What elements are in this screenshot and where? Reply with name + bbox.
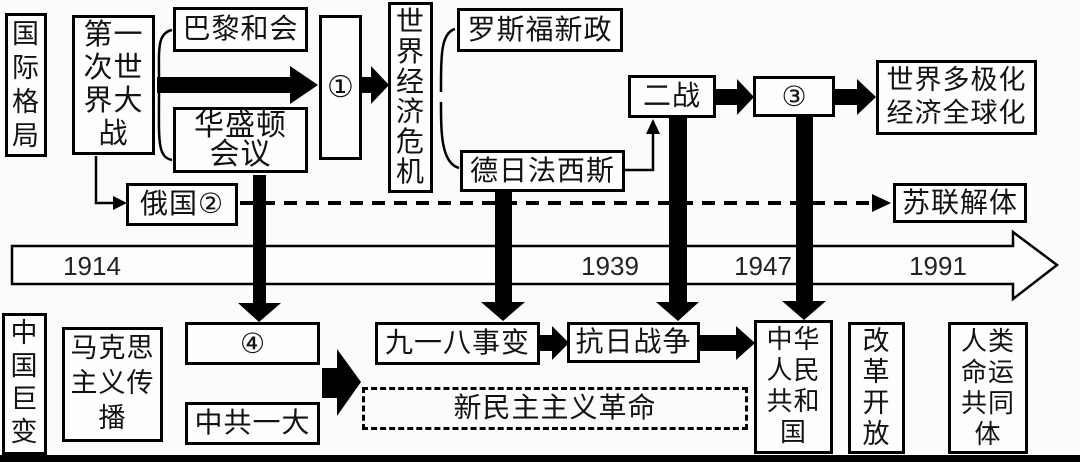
node-marxism-spread: 马克思主义传播 (62, 327, 163, 442)
arrow-fascism-to-918 (481, 192, 525, 321)
node-roosevelt-new-deal: 罗斯福新政 (457, 8, 623, 52)
node-german-japanese-fascism: 德日法西斯 (460, 150, 625, 192)
label-international-order: 国际格局 (5, 13, 47, 157)
node-september-18-incident: 九一八事变 (375, 322, 540, 365)
arrow-918-to-war (540, 326, 569, 360)
arrow-fascism-to-ww2-head-icon (646, 119, 660, 134)
arrow-war-to-prc (700, 326, 755, 360)
node-new-democratic-revolution: 新民主主义革命 (362, 387, 748, 430)
dashed-line-arrowhead-icon (872, 194, 891, 212)
node-ccp-first-congress: 中共一大 (185, 402, 320, 445)
node-ussr-dissolution: 苏联解体 (893, 183, 1027, 223)
node-blank-slot-4: ④ (185, 322, 320, 365)
brace-ww1-branches-icon (157, 28, 173, 162)
timeline-year-1939: 1939 (581, 251, 639, 281)
arrow-ww2-to-slot3 (716, 79, 754, 115)
node-blank-slot-3: ③ (753, 76, 835, 117)
node-ww2: 二战 (628, 75, 716, 118)
timeline-band (10, 229, 1060, 302)
arrow-ww1-to-russia (94, 156, 118, 205)
label-china-transformation: 中国巨变 (2, 313, 47, 455)
node-ww1: 第一次世界大战 (72, 15, 155, 155)
timeline-year-1914: 1914 (63, 251, 121, 281)
arrow-ww1-to-russia-head-icon (113, 196, 127, 210)
arrow-ww1-to-slot1 (157, 66, 318, 104)
node-paris-conference: 巴黎和会 (173, 7, 308, 52)
bottom-divider-bar (0, 455, 1080, 462)
arrow-slot3-to-prc (782, 117, 826, 320)
node-russia-blank-slot-2: 俄国② (126, 183, 238, 226)
node-world-economic-crisis: 世界经济危机 (388, 2, 433, 193)
arrow-slot3-to-multipolar (835, 79, 876, 115)
timeline-year-1947: 1947 (734, 251, 792, 281)
arrow-slot1-to-crisis (362, 66, 389, 104)
node-prc-founding: 中华人民共和国 (754, 320, 833, 454)
node-blank-slot-1: ① (319, 15, 362, 160)
node-multipolar-globalization: 世界多极化经济全球化 (876, 60, 1037, 135)
node-washington-conference: 华盛顿会议 (173, 107, 308, 173)
arrow-to-new-democratic-revolution (322, 349, 361, 416)
node-war-of-resistance: 抗日战争 (567, 322, 700, 363)
brace-crisis-branches-icon (439, 27, 460, 170)
node-reform-opening: 改革开放 (848, 322, 905, 454)
timeline-year-1991: 1991 (909, 251, 967, 281)
arrow-fascism-to-ww2 (625, 131, 655, 172)
arrow-washington-to-slot4 (238, 175, 281, 322)
node-human-community: 人类命运共同体 (948, 322, 1028, 454)
arrow-ww2-to-war (656, 118, 699, 321)
